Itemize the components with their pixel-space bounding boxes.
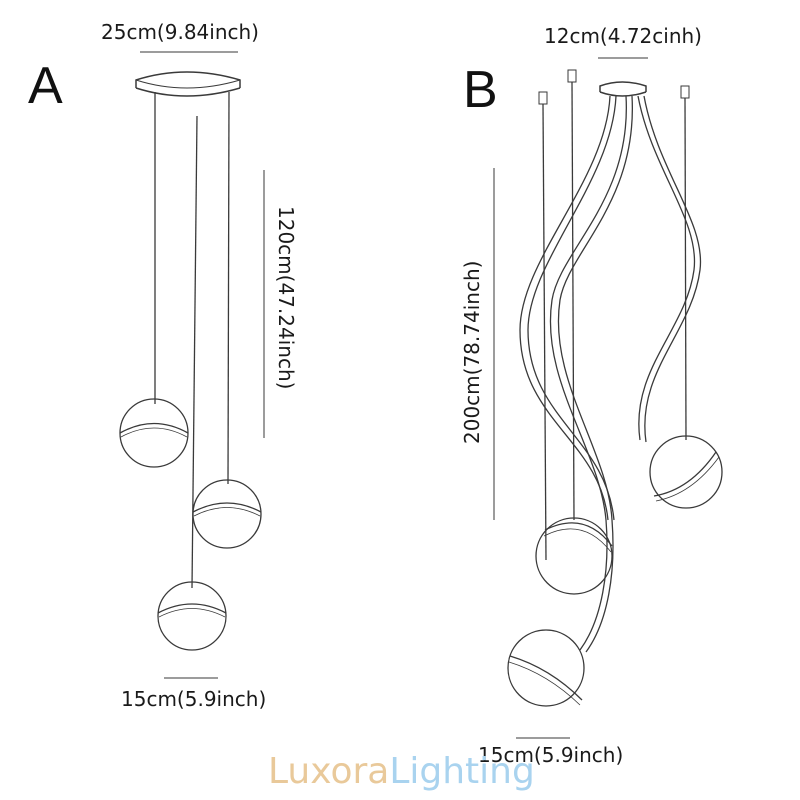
brand-watermark: LuxoraLighting — [268, 754, 535, 790]
a-canopy — [135, 71, 241, 88]
a-globe-3 — [157, 581, 227, 651]
variant-a-letter: A — [28, 57, 63, 115]
b-canopy-width-label: 12cm(4.72cinh) — [544, 24, 702, 48]
brand-watermark-part2: Lighting — [389, 751, 535, 792]
a-canopy-width-label: 25cm(9.84inch) — [101, 20, 259, 44]
b-canopy — [599, 81, 647, 92]
a-globe-diameter-label: 15cm(5.9inch) — [121, 687, 267, 711]
b-hook-2 — [567, 69, 577, 83]
a-cord-3 — [227, 91, 230, 485]
a-globe-1 — [119, 398, 189, 468]
variant-b-letter: B — [463, 61, 498, 119]
b-globe-diameter-label: 15cm(5.9inch) — [478, 743, 624, 767]
brand-watermark-part1: Luxora — [268, 751, 390, 792]
a-cord-length-label: 120cm(47.24inch) — [274, 206, 298, 390]
b-cord-length-label: 200cm(78.74inch) — [460, 260, 484, 444]
b-hook-3 — [680, 85, 690, 99]
b-hook-1 — [538, 91, 548, 105]
b-globe-2 — [507, 629, 585, 707]
a-globe-2 — [192, 479, 262, 549]
b-globe-3 — [649, 435, 723, 509]
b-globe-1 — [535, 517, 613, 595]
